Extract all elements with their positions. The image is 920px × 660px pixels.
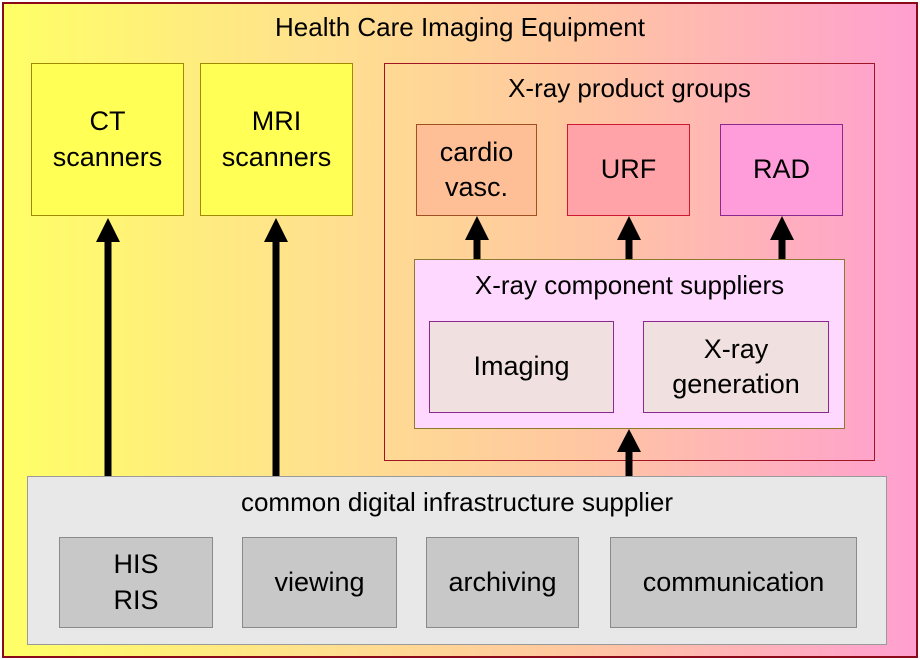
urf-label: URF — [600, 154, 657, 185]
ct-scanners-label: CT scanners — [52, 106, 163, 172]
arrow-suppliers-to-rad — [778, 236, 786, 259]
viewing-label: viewing — [274, 566, 365, 597]
arrow-suppliers-to-urf — [625, 236, 633, 259]
xray-product-groups-title: X-ray product groups — [508, 73, 751, 103]
diagram-title: Health Care Imaging Equipment — [275, 12, 645, 42]
viewing-box: viewing — [242, 537, 397, 628]
imaging-box: Imaging — [429, 321, 614, 413]
arrow-suppliers-to-rad-head — [770, 216, 794, 240]
imaging-label: Imaging — [473, 351, 570, 382]
arrow-suppliers-to-cardio-head — [465, 216, 489, 240]
his-ris-box: HIS RIS — [59, 537, 213, 628]
arrow-suppliers-to-urf-head — [617, 216, 641, 240]
xray-generation-label: X-ray generation — [672, 333, 800, 399]
ct-scanners-box: CT scanners — [31, 63, 184, 216]
arrow-infra-to-ct-head — [96, 218, 120, 242]
xray-component-suppliers-title: X-ray component suppliers — [474, 270, 785, 300]
arrow-infra-to-ct — [104, 238, 112, 476]
infrastructure-supplier-title: common digital infrastructure supplier — [240, 487, 674, 517]
his-ris-label: HIS RIS — [113, 549, 159, 615]
mri-scanners-box: MRI scanners — [200, 63, 353, 216]
mri-scanners-label: MRI scanners — [221, 106, 332, 172]
communication-label: communication — [642, 566, 825, 597]
communication-box: communication — [610, 537, 857, 628]
rad-label: RAD — [752, 154, 810, 185]
arrow-infra-to-suppliers-head — [617, 429, 641, 452]
archiving-label: archiving — [448, 566, 557, 597]
xray-generation-box: X-ray generation — [643, 321, 829, 413]
arrow-infra-to-mri — [272, 238, 280, 476]
archiving-box: archiving — [426, 537, 579, 628]
rad-box: RAD — [720, 124, 843, 216]
arrow-suppliers-to-cardio — [473, 236, 481, 259]
urf-box: URF — [567, 124, 690, 216]
cardio-vasc-label: cardio vasc. — [439, 136, 514, 202]
cardio-vasc-box: cardio vasc. — [416, 124, 537, 216]
arrow-infra-to-mri-head — [264, 218, 288, 242]
arrow-infra-to-suppliers — [625, 448, 633, 476]
